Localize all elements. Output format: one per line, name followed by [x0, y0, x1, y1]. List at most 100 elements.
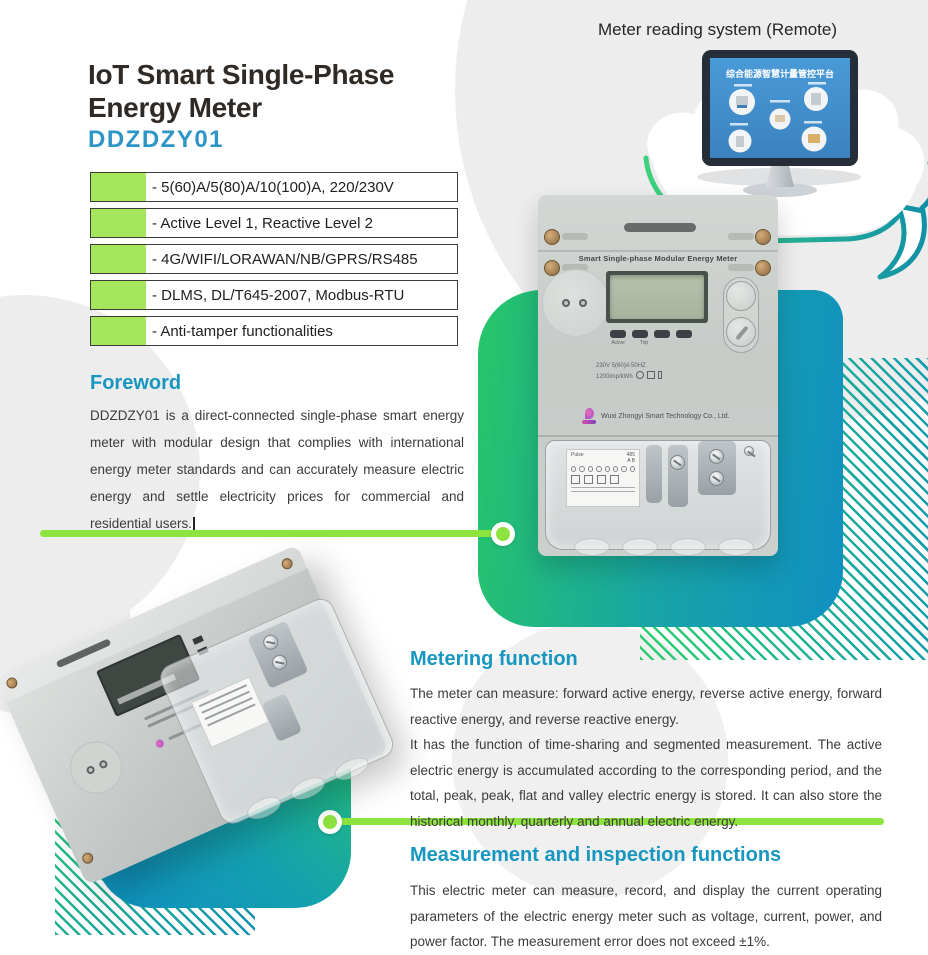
meter-rating-block: 230V 5(60)A 50HZ 1200imp/kWh — [596, 361, 662, 382]
insulation-icon — [646, 371, 655, 379]
meter-rating-line1: 230V 5(60)A 50HZ — [596, 363, 646, 369]
feature-item: - Anti-tamper functionalities — [90, 316, 458, 346]
feature-label: - Active Level 1, Reactive Level 2 — [152, 214, 373, 232]
seal-tab — [562, 264, 588, 271]
tilted-meter-logo — [154, 738, 166, 749]
tilted-meter-body — [0, 544, 398, 886]
class-icon — [635, 371, 644, 379]
terminal-screw — [709, 449, 724, 464]
cover-scallop — [622, 538, 658, 556]
wiring-label-485: 485 — [626, 452, 635, 458]
monitor-screen-title: 综合能源智慧计量管控平台 — [726, 68, 834, 79]
metering-paragraph-1: The meter can measure: forward active en… — [410, 686, 882, 727]
cloud-tail — [877, 203, 927, 280]
terminal-clamp — [261, 693, 303, 743]
tilted-wiring-label — [190, 676, 270, 749]
meter-button-label: Trip — [639, 340, 649, 346]
measurement-heading: Measurement and inspection functions — [410, 844, 782, 866]
feature-accent-bar — [91, 281, 146, 309]
feature-label: - 4G/WIFI/LORAWAN/NB/GPRS/RS485 — [152, 250, 418, 268]
measurement-body: This electric meter can measure, record,… — [410, 878, 882, 955]
temp-icon — [657, 371, 662, 379]
company-name: Wuxi Zhongyi Smart Technology Co., Ltd. — [601, 412, 730, 420]
feature-item: - 5(60)A/5(80)A/10(100)A, 220/230V — [90, 172, 458, 202]
divider-dot-foreword — [491, 522, 515, 546]
seal-tab — [728, 264, 754, 271]
monitor-base — [743, 183, 817, 197]
meter-screw — [755, 229, 771, 245]
monitor-stand — [766, 166, 794, 187]
feature-accent-bar — [91, 209, 146, 237]
tilted-terminal-cover — [155, 594, 398, 828]
remote-system-caption: Meter reading system (Remote) — [598, 20, 838, 39]
cover-scallop — [670, 538, 706, 556]
feature-label: - DLMS, DL/T645-2007, Modbus-RTU — [152, 286, 405, 304]
meter-seam — [538, 250, 778, 252]
meter-button-label: Active — [611, 340, 625, 346]
cover-scallop — [287, 772, 328, 804]
wiring-line — [571, 487, 635, 488]
tilted-meter-slot — [55, 638, 112, 669]
divider-line-foreword — [40, 530, 503, 537]
foreword-text: DDZDZY01 is a direct-connected single-ph… — [90, 408, 464, 531]
cloud-tail-arc — [919, 161, 928, 211]
background-circle-metering — [452, 622, 728, 898]
meter-screw — [755, 260, 771, 276]
feature-accent-bar — [91, 173, 146, 201]
meter-button — [632, 330, 648, 338]
divider-dot-metering — [318, 810, 342, 834]
meter-button — [654, 330, 670, 338]
divider-line-metering — [330, 818, 884, 825]
foreword-heading: Foreword — [90, 372, 182, 394]
feature-label: - Anti-tamper functionalities — [152, 322, 333, 340]
feature-label: - 5(60)A/5(80)A/10(100)A, 220/230V — [152, 178, 394, 196]
cover-scallop — [574, 538, 610, 556]
meter-rating-line2: 1200imp/kWh — [596, 374, 633, 380]
switch-lever — [735, 325, 749, 341]
page-title-line2: Energy Meter — [88, 92, 262, 123]
foreword-body: DDZDZY01 is a direct-connected single-ph… — [90, 402, 464, 537]
wiring-label-ab: A B — [627, 458, 635, 464]
feature-accent-bar — [91, 245, 146, 273]
meter-switch-knob — [726, 317, 756, 347]
feature-item: - Active Level 1, Reactive Level 2 — [90, 208, 458, 238]
meter-lcd-screen — [610, 275, 704, 319]
meter-led — [579, 299, 587, 307]
tilted-meter-seal-circle — [61, 733, 131, 802]
meter-screw — [544, 260, 560, 276]
feature-item: - DLMS, DL/T645-2007, Modbus-RTU — [90, 280, 458, 310]
terminal-cover: Pulse 485 A B — [545, 440, 771, 556]
meter-nameplate-slot — [624, 223, 696, 232]
feature-item: - 4G/WIFI/LORAWAN/NB/GPRS/RS485 — [90, 244, 458, 274]
cover-screw — [744, 446, 754, 456]
seal-tab — [562, 233, 588, 240]
meter-button — [610, 330, 626, 338]
terminal-squares — [571, 475, 635, 484]
wiring-label-pulse: Pulse — [571, 452, 584, 458]
terminal-dots — [571, 466, 635, 472]
page-title-line1: IoT Smart Single-Phase — [88, 59, 395, 90]
meter-round-button — [726, 281, 756, 311]
cover-scallop — [718, 538, 754, 556]
cover-scallop — [331, 753, 372, 785]
text-cursor — [193, 517, 195, 530]
wiring-line — [571, 491, 635, 492]
tilted-meter-chip — [192, 635, 204, 645]
meter-seam-lower — [538, 435, 778, 437]
meter-seal-circle — [542, 269, 610, 337]
company-logo — [582, 408, 596, 424]
cover-scallop — [243, 792, 285, 824]
energy-meter-tilted-photo — [0, 544, 398, 886]
terminal-clamp — [646, 445, 662, 503]
terminal-screw — [670, 455, 685, 470]
measurement-paragraph: This electric meter can measure, record,… — [410, 883, 882, 949]
energy-meter-front-photo: Smart Single-phase Modular Energy Meter … — [538, 195, 778, 556]
meter-screw — [80, 851, 96, 866]
wiring-label: Pulse 485 A B — [566, 449, 640, 507]
feature-list: - 5(60)A/5(80)A/10(100)A, 220/230V - Act… — [90, 172, 458, 352]
meter-faceplate-label: Smart Single-phase Modular Energy Meter — [578, 254, 738, 263]
terminal-screw — [709, 471, 724, 486]
meter-lcd — [606, 271, 708, 323]
model-number: DDZDZY01 — [88, 126, 225, 153]
meter-brand-row: Wuxi Zhongyi Smart Technology Co., Ltd. — [582, 408, 730, 424]
